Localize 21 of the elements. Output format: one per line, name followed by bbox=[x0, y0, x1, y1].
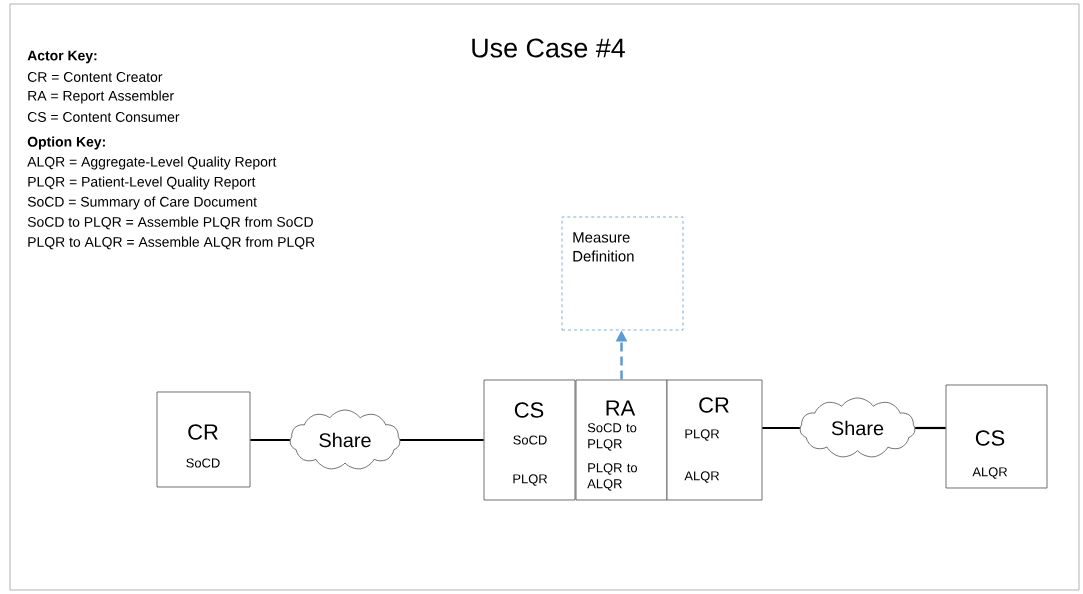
key-entry: CR = Content Creator bbox=[27, 72, 163, 82]
key-entry: CS = Content Consumer bbox=[27, 112, 180, 122]
title: Use Case #4 bbox=[472, 38, 625, 58]
actor-box: RA SoCD to PLQR PLQR to ALQR bbox=[575, 379, 668, 501]
actor-box: CS ALQR bbox=[945, 384, 1048, 489]
actor-box: CS SoCD PLQR bbox=[483, 379, 576, 501]
key-entry: SoCD = Summary of Care Document bbox=[27, 196, 257, 210]
key-entry: PLQR = Patient-Level Quality Report bbox=[28, 176, 256, 190]
key-heading: Actor Key: bbox=[27, 50, 97, 64]
connector-line bbox=[915, 426, 946, 430]
key-entry: PLQR to ALQR = Assemble ALQR from PLQR bbox=[28, 236, 315, 250]
connector-line bbox=[400, 438, 484, 442]
definition-box: Measure Definition bbox=[561, 216, 684, 331]
actor-box: CR PLQR ALQR bbox=[666, 379, 763, 501]
connector-line bbox=[250, 438, 290, 442]
key-entry: RA = Report Assembler bbox=[28, 90, 174, 104]
key-heading: Option Key: bbox=[27, 136, 105, 150]
key-entry: SoCD to PLQR = Assemble PLQR from SoCD bbox=[27, 216, 313, 230]
actor-box: CR SoCD bbox=[156, 391, 251, 488]
connector-line bbox=[762, 426, 800, 430]
key-entry: ALQR = Aggregate-Level Quality Report bbox=[27, 156, 277, 170]
